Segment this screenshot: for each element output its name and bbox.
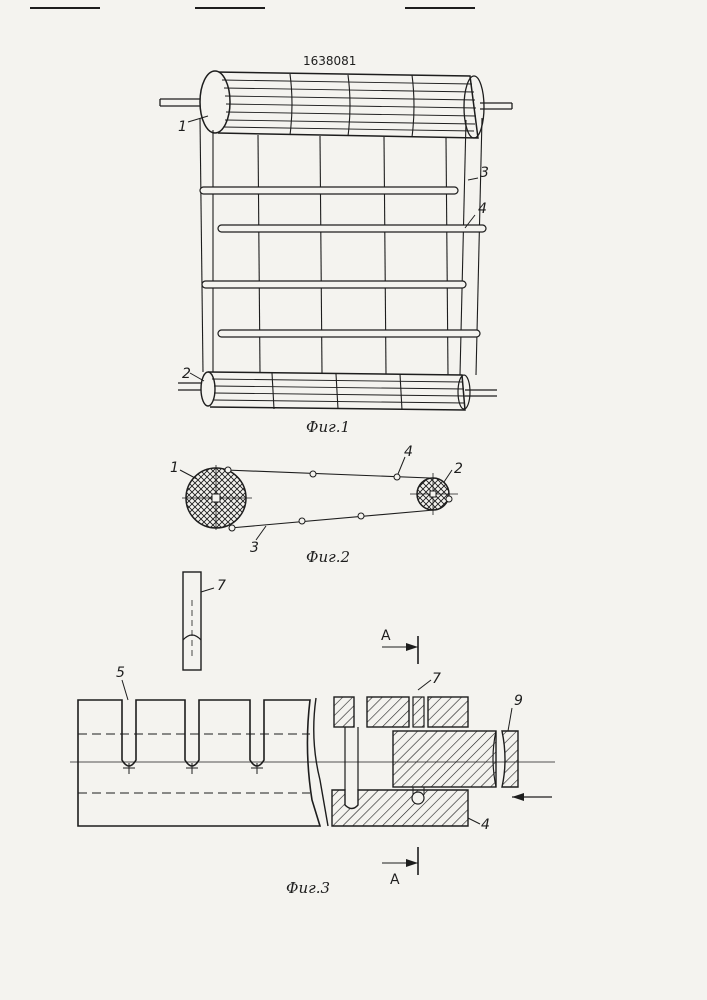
fig3-label-slot: 5	[116, 665, 125, 681]
fig1-label-drum-top: 1	[178, 119, 187, 135]
fig3-slotted-plate	[78, 680, 320, 826]
fig2-caption: Фиг.2	[306, 548, 350, 566]
bottom-drum	[178, 372, 497, 410]
fig2-cable	[226, 470, 434, 528]
figure-1: 1 2 3 4 Фиг.1	[160, 71, 512, 436]
fig3-label-die: 4	[481, 817, 490, 833]
figure-2: 1 2 3 4 Фиг.2	[170, 444, 463, 566]
fig3-pin-top	[183, 572, 214, 670]
fig2-label-drum-small: 2	[454, 461, 463, 477]
fig3-label-pin-in-die: 7	[432, 671, 441, 687]
fig3-caption: Фиг.3	[286, 879, 330, 897]
fig2-label-rod: 4	[404, 444, 413, 460]
fig3-section-label-top: А	[381, 628, 391, 644]
fig3-label-pin-top: 7	[217, 578, 226, 594]
fig1-label-cable: 3	[480, 165, 489, 181]
rods	[200, 187, 486, 337]
fig1-caption: Фиг.1	[306, 418, 350, 436]
fig3-section-label-bottom: А	[390, 872, 400, 888]
patent-number: 1638081	[303, 54, 356, 68]
fig2-label-drum-large: 1	[170, 460, 179, 476]
fig1-leaders	[188, 116, 478, 381]
fig2-label-cable: 3	[250, 540, 259, 556]
fig1-label-rod: 4	[478, 201, 487, 217]
figure-3: 7 5	[70, 572, 555, 897]
fig3-die	[332, 697, 496, 826]
fig1-label-drum-bottom: 2	[182, 366, 191, 382]
fig3-pusher	[502, 708, 518, 787]
fig3-label-pusher: 9	[514, 693, 523, 709]
top-drum	[200, 71, 484, 138]
fig3-force-arrow	[512, 793, 552, 801]
